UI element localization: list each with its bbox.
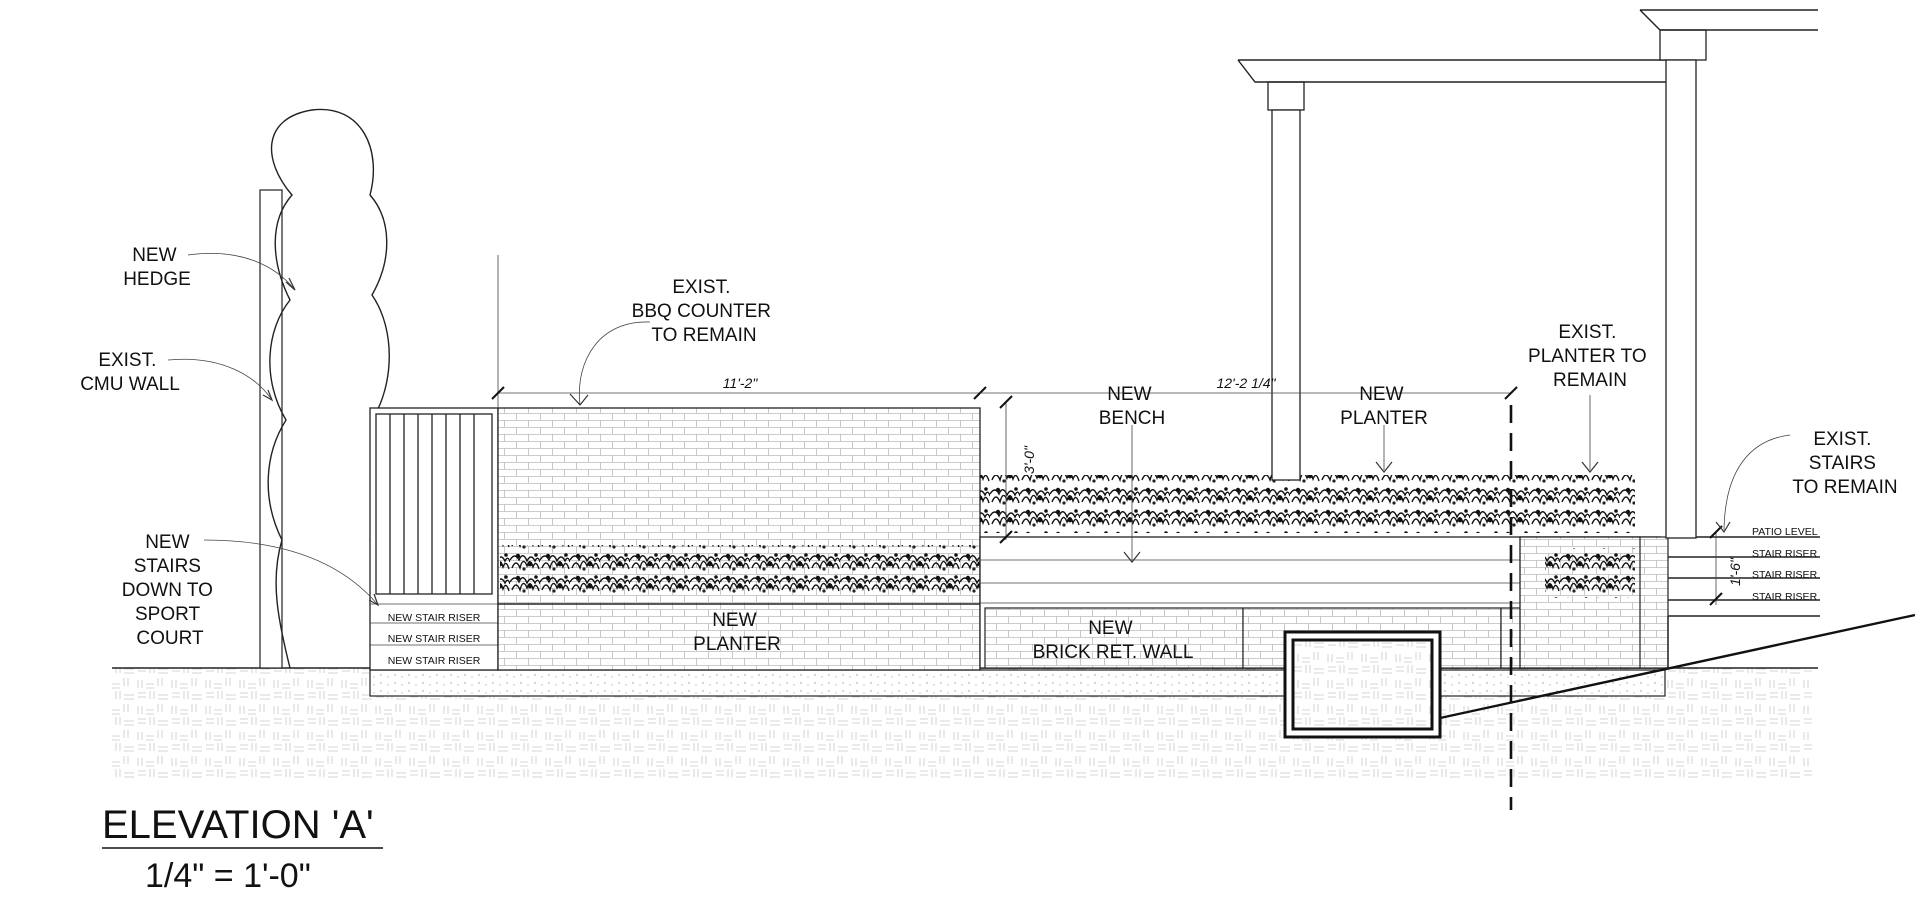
label-new-brick-wall: NEW BRICK RET. WALL	[1033, 618, 1194, 663]
leader-lines	[167, 253, 1791, 606]
stair-riser-right-1: STAIR RISER	[1752, 548, 1818, 560]
label-new-planter-top: NEW PLANTER	[1340, 384, 1428, 429]
label-exist-cmu-wall: EXIST. CMU WALL	[80, 350, 180, 395]
dimension-stair	[1709, 525, 1723, 606]
stair-riser-left-2: NEW STAIR RISER	[388, 633, 481, 645]
drawing-title: ELEVATION 'A'	[102, 803, 374, 847]
pergola	[1237, 9, 1818, 539]
label-new-bench: NEW BENCH	[1099, 384, 1166, 429]
label-new-planter-low: NEW PLANTER	[693, 610, 781, 655]
footing	[369, 669, 1666, 697]
label-new-stairs: NEW STAIRS DOWN TO SPORT COURT	[122, 532, 218, 649]
cmu-wall	[259, 189, 283, 669]
label-exist-stairs: EXIST. STAIRS TO REMAIN	[1792, 429, 1897, 498]
stair-riser-right-3: STAIR RISER	[1752, 591, 1818, 603]
detail-box	[1283, 630, 1442, 739]
dimension-bench-text: 12'-2 1/4"	[1216, 375, 1276, 391]
label-exist-bbq: EXIST. BBQ COUNTER TO REMAIN	[632, 277, 777, 346]
exist-stairs	[1639, 536, 1820, 669]
patio-level-label: PATIO LEVEL	[1752, 526, 1818, 538]
dimension-bench-height-text: 3'-0"	[1021, 445, 1037, 474]
low-planter-foliage	[500, 545, 982, 597]
upper-planter-foliage	[980, 475, 1635, 533]
drawing-scale: 1/4" = 1'-0"	[145, 857, 311, 895]
leader-arrowheads	[262, 277, 1731, 607]
label-exist-planter: EXIST. PLANTER TO REMAIN	[1528, 322, 1652, 391]
stair-riser-left-3: NEW STAIR RISER	[388, 655, 481, 667]
dimension-bench	[980, 386, 1518, 544]
grade-slope-line	[1439, 613, 1915, 720]
exist-planter-foliage	[1545, 548, 1635, 598]
dimension-bbq-text: 11'-2"	[723, 375, 759, 391]
stair-riser-left-1: NEW STAIR RISER	[388, 612, 481, 624]
stair-riser-right-2: STAIR RISER	[1752, 569, 1818, 581]
label-new-hedge: NEW HEDGE	[123, 245, 191, 290]
new-stairs-block	[369, 407, 499, 671]
bbq-counter	[497, 407, 981, 671]
dimension-stair-text: 1'-6"	[1727, 557, 1743, 586]
